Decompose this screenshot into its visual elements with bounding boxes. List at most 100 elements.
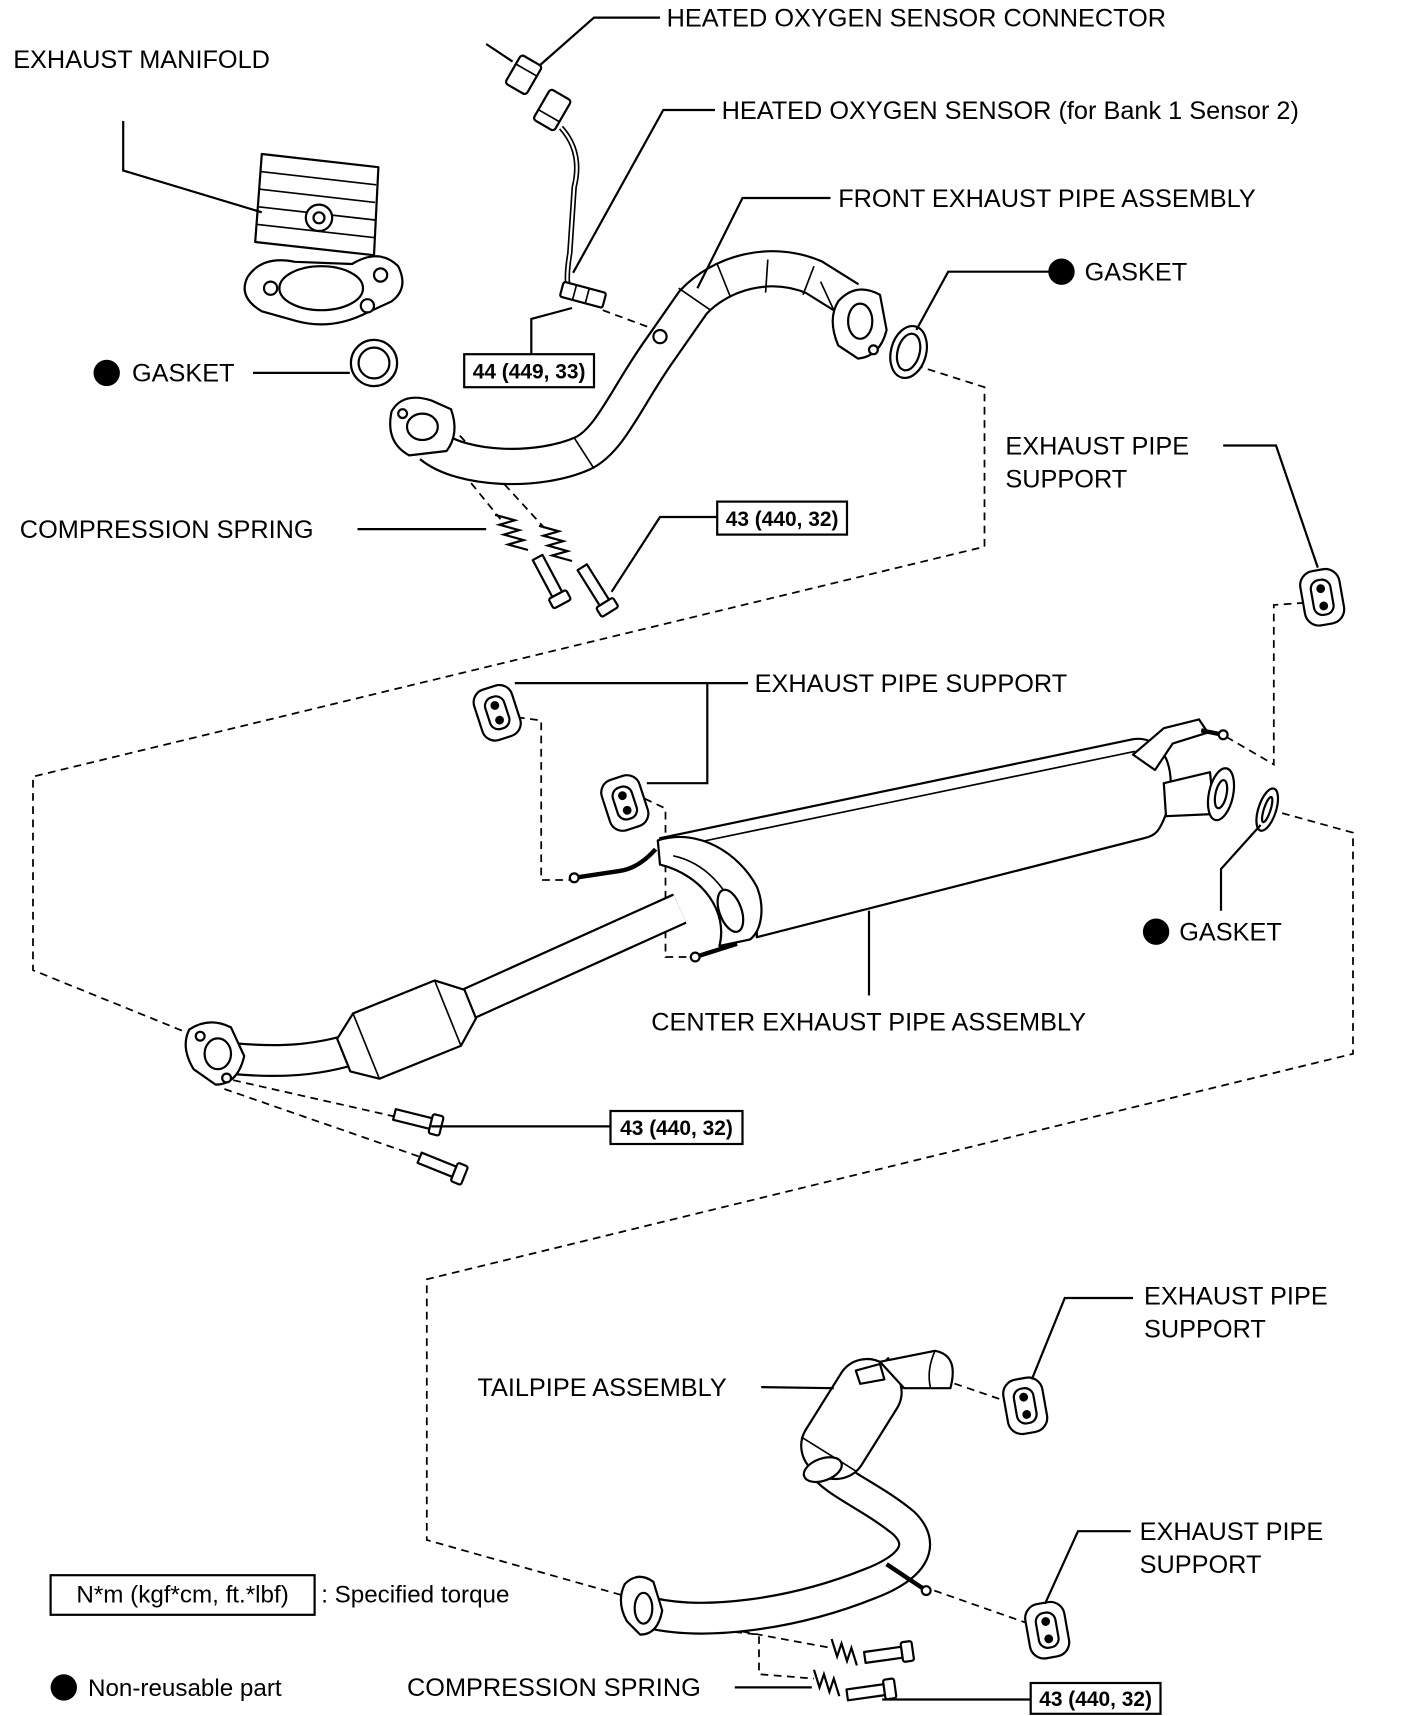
connector-body [504, 54, 543, 96]
tailpipe-upper-bracket [854, 1362, 886, 1385]
center-hanger-rod-1-end [568, 872, 580, 884]
bolts-front [531, 553, 619, 618]
leader-gasket-center [1219, 824, 1262, 911]
sensor-hex-edge-2 [584, 288, 591, 304]
bolt-shaft [862, 1645, 904, 1665]
bolts-tail [845, 1640, 915, 1702]
leader-support-tail-upper [1030, 1296, 1133, 1380]
center-exhaust-pipe-assembly [184, 718, 1236, 1086]
bolt-tail-2 [845, 1677, 898, 1702]
heated-oxygen-sensor [485, 43, 607, 309]
dashed-center-to-tail [425, 808, 1354, 1599]
sensor-wire-inner [560, 126, 578, 284]
exhaust-pipe-support-top-right [1299, 567, 1346, 627]
leader-lines [122, 16, 1319, 1701]
label-compression-spring-front: COMPRESSION SPRING [20, 516, 314, 544]
bolt-shaft [845, 1683, 887, 1702]
front-pipe-outlet-hole [867, 344, 879, 356]
legend: N*m (kgf*cm, ft.*lbf) : Specified torque… [49, 1574, 509, 1702]
support-hole-2 [1022, 1410, 1032, 1419]
label-support-tail-upper-line2: SUPPORT [1144, 1316, 1266, 1344]
legend-torque-box [49, 1574, 316, 1616]
center-pipe-front-port [203, 1037, 233, 1071]
torque-oxygen-sensor: 44 (449, 33) [473, 360, 586, 383]
bolt-head [899, 1640, 915, 1663]
muffler-inlet-collar [716, 888, 745, 933]
exhaust-pipe-support-left [472, 683, 522, 742]
front-pipe-inlet-port [405, 412, 439, 442]
center-hanger-rod-2-end [689, 951, 701, 963]
converter-seam-1 [352, 1013, 381, 1080]
leader-torque-oxygen-sensor [530, 306, 573, 355]
front-exhaust-pipe-assembly [389, 250, 888, 486]
torque-tail-bolts: 43 (440, 32) [1039, 1688, 1152, 1711]
dashed-sensor-to-pipe [602, 309, 663, 334]
front-pipe-sensor-boss [652, 328, 668, 345]
label-support-tail-lower-line1: EXHAUST PIPE [1140, 1518, 1324, 1546]
tailpipe-front-port [633, 1591, 654, 1625]
bolt-shaft [392, 1108, 434, 1130]
exhaust-pipe-support-middle [600, 774, 650, 832]
torque-box-center-bolts [609, 1109, 744, 1146]
gasket-center [1255, 787, 1280, 832]
label-support-top-right-line2: SUPPORT [1005, 465, 1127, 493]
front-pipe-heat-shield-lines [678, 259, 815, 311]
sensor-hex [559, 281, 607, 309]
bolt-shaft [531, 553, 564, 599]
tailpipe-lower-hanger-rod [885, 1562, 928, 1593]
center-pipe-flange-hole-1 [194, 1030, 206, 1042]
sensor-body [559, 281, 607, 309]
front-pipe-outlet-port [847, 302, 874, 340]
main-muffler-top-seam [675, 750, 1136, 848]
exhaust-pipe-support-tail-upper [1002, 1376, 1049, 1436]
sensor-hex-edge-1 [571, 284, 578, 301]
leader-torque-front-bolts [610, 515, 718, 593]
exhaust-manifold [243, 152, 404, 326]
label-compression-spring-tail: COMPRESSION SPRING [407, 1674, 701, 1702]
leader-support-top-right [1223, 444, 1319, 568]
non-reusable-bullet-icon [1142, 918, 1170, 945]
bolts-center [392, 1108, 469, 1186]
spring-tail-1 [830, 1638, 858, 1666]
support-hole-1 [1019, 1392, 1029, 1402]
dashed-center-bolt-1 [233, 1079, 410, 1121]
legend-non-reusable: Non-reusable part [88, 1675, 282, 1702]
torque-box-front-bolts [716, 500, 849, 536]
manifold-ribs [257, 170, 377, 239]
support-hole-1 [1041, 1617, 1051, 1626]
dashed-center-bolt-2 [224, 1088, 441, 1165]
label-support-center: EXHAUST PIPE SUPPORT [755, 670, 1068, 698]
front-pipe-inlet-hole [397, 408, 409, 420]
leader-support-center-branch [646, 683, 709, 785]
labels: HEATED OXYGEN SENSOR CONNECTOR EXHAUST M… [13, 4, 1328, 1715]
spring-front-2 [538, 524, 573, 563]
center-pipe-flange-hole-2 [221, 1072, 233, 1084]
center-pipe-rear-body [439, 895, 686, 1028]
label-gasket-center: GASKET [1179, 919, 1282, 947]
front-pipe-body [420, 252, 858, 483]
converter-shell [336, 979, 478, 1080]
muffler-rear-bracket [1131, 718, 1209, 772]
label-support-top-right-line1: EXHAUST PIPE [1005, 432, 1189, 460]
torque-box-tail-bolts [1029, 1681, 1162, 1715]
label-support-tail-lower-line2: SUPPORT [1140, 1551, 1262, 1579]
compression-springs-tail [812, 1638, 858, 1697]
support-hole-2 [1319, 601, 1329, 611]
legend-torque-description: : Specified torque [321, 1582, 509, 1609]
tail-muffler-seam [801, 1436, 857, 1473]
label-support-tail-upper-line1: EXHAUST PIPE [1144, 1283, 1328, 1311]
bolt-front-1 [531, 553, 572, 610]
tailpipe-inlet-collar [802, 1456, 843, 1484]
leader-gasket-front-outlet [915, 270, 1051, 331]
muffler-outlet-port [1213, 779, 1229, 810]
socket-detail [538, 108, 560, 123]
dashed-tail-spring-2 [655, 1622, 815, 1680]
manifold-outlet [278, 265, 365, 312]
label-center-exhaust-pipe: CENTER EXHAUST PIPE ASSEMBLY [651, 1009, 1086, 1037]
manifold-bolt-hole-1 [262, 280, 279, 296]
torque-front-bolts: 43 (440, 32) [726, 508, 839, 531]
tailpipe-outlet-tip [878, 1349, 954, 1390]
center-hanger-rod-1 [573, 847, 658, 880]
dashed-support-top-right [1226, 601, 1305, 767]
bolt-tail-1 [862, 1640, 915, 1665]
